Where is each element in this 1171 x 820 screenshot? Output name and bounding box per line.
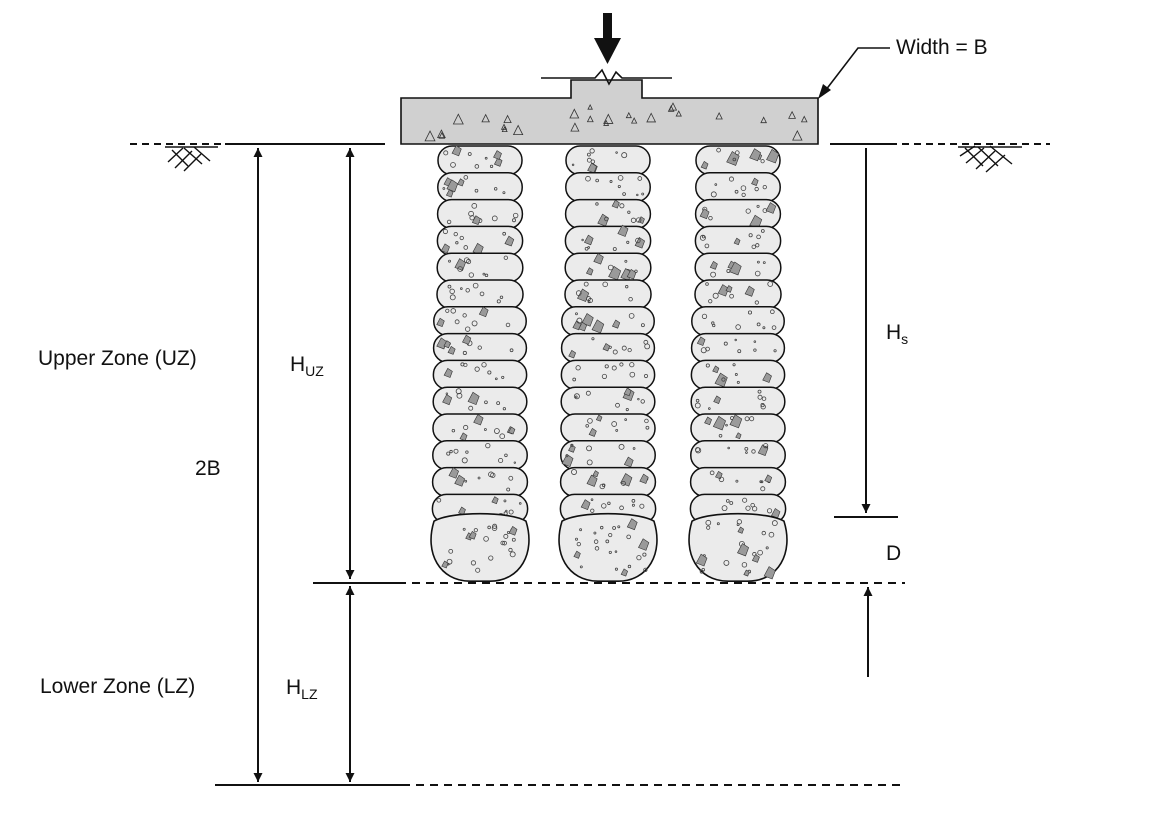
column-segment (690, 359, 786, 390)
width-label: Width = B (896, 36, 988, 59)
column-segment (695, 145, 781, 176)
column-segment (560, 413, 656, 444)
column-segment (565, 172, 651, 203)
soil-hatch-left-icon (165, 146, 218, 172)
stone-columns (430, 145, 788, 582)
upper-zone-label: Upper Zone (UZ) (38, 347, 197, 370)
h-lz-label: HLZ (286, 676, 318, 702)
dimension-h-s (834, 148, 898, 518)
footing (400, 79, 819, 145)
column-segment (432, 332, 528, 364)
h-uz-label: HUZ (290, 353, 324, 379)
footing-aggregate (424, 102, 808, 142)
d-label: D (886, 542, 901, 565)
column-bulb (558, 512, 658, 582)
column-segment (433, 306, 527, 337)
column-bulb (430, 512, 530, 582)
column-segment (564, 279, 652, 310)
column-segment (437, 145, 523, 176)
load-arrow-icon (594, 13, 621, 64)
column-segment (690, 386, 786, 417)
h-s-label: Hs (886, 321, 908, 347)
column-segment (560, 359, 656, 390)
column-segment (561, 306, 655, 337)
width-leader (818, 47, 890, 99)
column-segment (564, 198, 652, 230)
column-bulb (688, 512, 788, 582)
column-segment (565, 145, 651, 176)
stone-column-right (688, 145, 788, 582)
column-segment (695, 172, 781, 203)
soil-hatch-right-icon (958, 145, 1022, 173)
column-segment (690, 440, 786, 471)
stone-column-center (558, 145, 658, 582)
column-segment (436, 198, 524, 230)
column-segment (436, 252, 524, 283)
column-break-line (541, 68, 672, 86)
column-segment (432, 440, 528, 471)
two-b-label: 2B (195, 457, 221, 480)
column-segment (431, 466, 529, 498)
stone-column-left (430, 145, 530, 582)
lower-zone-label: Lower Zone (LZ) (40, 675, 195, 698)
column-segment (560, 440, 656, 471)
